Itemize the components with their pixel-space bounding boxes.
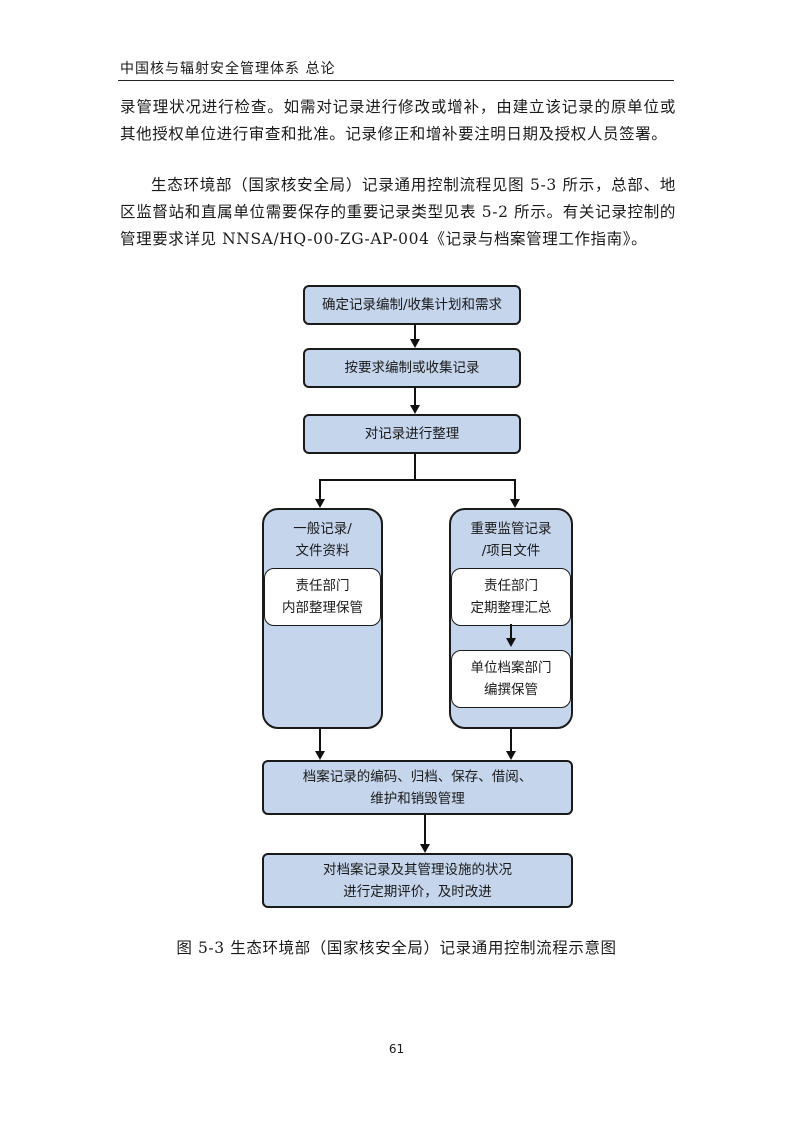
key-records-summary: 责任部门 定期整理汇总 xyxy=(451,568,571,626)
body-paragraph-1: 录管理状况进行检查。如需对记录进行修改或增补，由建立该记录的原单位或其他授权单位… xyxy=(120,98,676,143)
archive-department-storage-line2: 编撰保管 xyxy=(484,682,538,698)
arrowhead-2-3 xyxy=(410,405,420,414)
arrowhead-4-5 xyxy=(420,844,430,853)
arrowhead-left-4 xyxy=(315,751,325,760)
arrowhead-right-4 xyxy=(506,751,516,760)
connector-1-2 xyxy=(414,325,416,341)
body-paragraph-2: 生态环境部（国家核安全局）记录通用控制流程见图 5-3 所示，总部、地区监督站和… xyxy=(120,176,676,248)
connector-2-3 xyxy=(414,388,416,407)
connector-4-5 xyxy=(424,815,426,845)
flow-step-2: 按要求编制或收集记录 xyxy=(303,348,521,388)
general-records-storage-line2: 内部整理保管 xyxy=(282,600,363,616)
flow-step-1-label: 确定记录编制/收集计划和需求 xyxy=(321,297,503,313)
flow-step-3-label: 对记录进行整理 xyxy=(364,426,460,442)
flow-step-5-line1: 对档案记录及其管理设施的状况 xyxy=(323,861,512,878)
branch-key-records-title: 重要监管记录 /项目文件 xyxy=(451,518,571,562)
flow-step-3: 对记录进行整理 xyxy=(303,414,521,454)
branch-left-down xyxy=(319,479,321,499)
archive-department-storage-line1: 单位档案部门 xyxy=(470,660,552,676)
branch-right-down xyxy=(514,479,516,499)
arrowhead-1-2 xyxy=(410,339,420,348)
branch-horizontal xyxy=(319,479,516,481)
flow-step-2-label: 按要求编制或收集记录 xyxy=(344,360,480,376)
key-records-summary-line2: 定期整理汇总 xyxy=(470,600,552,616)
connector-right-4 xyxy=(510,729,512,752)
page-number: 61 xyxy=(388,1042,405,1056)
general-records-storage: 责任部门 内部整理保管 xyxy=(264,568,381,626)
running-title: 中国核与辐射安全管理体系 总论 xyxy=(120,61,336,77)
connector-3-split xyxy=(414,454,416,480)
key-records-summary-line1: 责任部门 xyxy=(484,578,538,594)
archive-department-storage: 单位档案部门 编撰保管 xyxy=(451,650,571,708)
general-records-storage-line1: 责任部门 xyxy=(295,578,350,594)
arrowhead-left-branch xyxy=(315,499,325,508)
branch-general-records: 一般记录/ 文件资料 责任部门 内部整理保管 xyxy=(262,508,383,729)
flow-step-1: 确定记录编制/收集计划和需求 xyxy=(303,285,521,325)
figure-caption: 图 5-3 生态环境部（国家核安全局）记录通用控制流程示意图 xyxy=(176,939,617,957)
flow-step-5-line2: 进行定期评价，及时改进 xyxy=(343,883,492,900)
flow-step-4-line2: 维护和销毁管理 xyxy=(370,790,465,807)
flow-step-5: 对档案记录及其管理设施的状况 进行定期评价，及时改进 xyxy=(262,853,573,908)
flow-step-4: 档案记录的编码、归档、保存、借阅、 维护和销毁管理 xyxy=(262,760,573,815)
branch-key-records-title-line1: 重要监管记录 xyxy=(470,521,552,537)
branch-key-records: 重要监管记录 /项目文件 责任部门 定期整理汇总 单位档案部门 编撰保管 xyxy=(449,508,573,729)
arrowhead-right-branch xyxy=(510,499,520,508)
connector-inner-right xyxy=(510,624,512,639)
arrowhead-inner-right xyxy=(506,638,516,647)
branch-key-records-title-line2: /项目文件 xyxy=(481,543,541,559)
connector-left-4 xyxy=(319,729,321,752)
branch-general-records-title-line2: 文件资料 xyxy=(295,543,350,559)
header-divider xyxy=(118,80,674,81)
branch-general-records-title-line1: 一般记录/ xyxy=(293,521,352,537)
branch-general-records-title: 一般记录/ 文件资料 xyxy=(264,518,381,562)
flow-step-4-line1: 档案记录的编码、归档、保存、借阅、 xyxy=(302,768,533,785)
